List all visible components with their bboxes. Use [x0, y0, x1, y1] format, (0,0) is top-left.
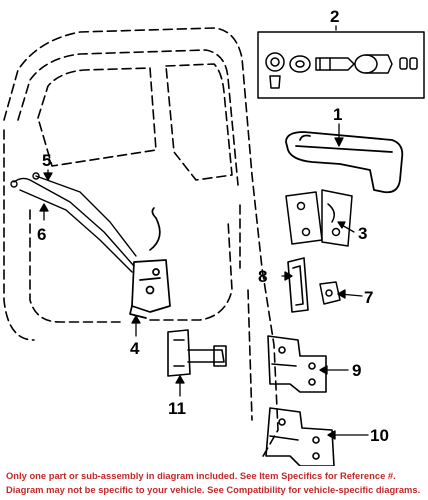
latch-rods: [10, 172, 137, 273]
parts-diagram: 2 1 3 8 7 9 10 4 11 5 6: [3, 7, 425, 466]
upper-hinge: [267, 335, 327, 393]
disclaimer-footer: Only one part or sub-assembly in diagram…: [0, 466, 428, 500]
callout-3: 3: [358, 224, 367, 243]
callout-10: 10: [370, 426, 389, 445]
disclaimer-line-2: Diagram may not be specific to your vehi…: [6, 484, 421, 495]
callout-4: 4: [130, 339, 140, 358]
callout-1: 1: [333, 105, 342, 124]
callout-8: 8: [258, 267, 267, 286]
handle-pad: [287, 257, 309, 313]
callout-5: 5: [42, 151, 51, 170]
lower-hinge: [265, 407, 335, 466]
outside-handle: [285, 131, 404, 194]
lock-clip: [319, 281, 341, 305]
callout-6: 6: [37, 225, 46, 244]
door-check: [167, 329, 227, 377]
callout-9: 9: [352, 361, 361, 380]
callout-7: 7: [364, 288, 373, 307]
leader-lines: [39, 25, 369, 440]
lock-cylinder-kit: [257, 31, 425, 99]
door-latch: [129, 207, 171, 319]
handle-bracket-pair: [285, 189, 353, 247]
disclaimer-line-1: Only one part or sub-assembly in diagram…: [6, 470, 396, 481]
callout-11: 11: [168, 399, 186, 418]
door-outline: [3, 27, 279, 459]
callout-2: 2: [330, 7, 339, 26]
